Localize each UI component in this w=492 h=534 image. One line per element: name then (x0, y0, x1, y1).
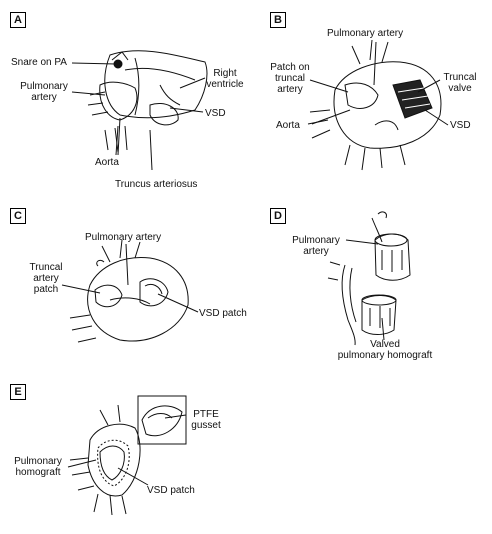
label-aorta-a: Aorta (95, 157, 119, 168)
panel-c-drawing (61, 239, 199, 343)
label-line: Truncal (443, 72, 477, 83)
label-line: homograft (15, 467, 61, 478)
label-line: gusset (191, 420, 221, 431)
label-line: PTFE (193, 409, 219, 420)
label-line: Valved (370, 339, 400, 350)
label-line: artery (33, 273, 59, 284)
label-line: ventricle (206, 79, 244, 90)
label-vsd-patch-c: VSD patch (199, 308, 247, 319)
label-line: artery (31, 92, 57, 103)
label-vsd-patch-e: VSD patch (147, 485, 195, 496)
panel-b-drawing (307, 39, 449, 171)
panel-c-letter: C (10, 208, 26, 224)
panel-e-drawing (67, 395, 187, 516)
label-line: patch (33, 284, 59, 295)
label-patch-on-truncal-artery: Patch on truncal artery (264, 62, 316, 95)
label-ptfe-gusset: PTFE gusset (186, 409, 226, 431)
label-line: artery (303, 246, 329, 257)
label-pulmonary-artery-a: Pulmonary artery (14, 81, 74, 103)
label-line: Patch on (270, 62, 310, 73)
panel-d-letter: D (270, 208, 286, 224)
panel-a-letter: A (10, 12, 26, 28)
label-line: Right (213, 68, 237, 79)
label-vsd-a: VSD (205, 108, 226, 119)
label-snare-on-pa: Snare on PA (11, 57, 67, 68)
label-right-ventricle: Right ventricle (202, 68, 248, 90)
panel-a-drawing (71, 50, 208, 171)
label-pulmonary-homograft-e: Pulmonary homograft (8, 456, 68, 478)
panel-b-letter: B (270, 12, 286, 28)
label-line: Pulmonary (14, 456, 62, 467)
label-line: Truncal (29, 262, 63, 273)
label-pulmonary-artery-c: Pulmonary artery (85, 232, 162, 243)
label-line: truncal (274, 73, 305, 84)
label-line: artery (277, 84, 303, 95)
label-vsd-b: VSD (450, 120, 471, 131)
label-line: Pulmonary (20, 81, 68, 92)
label-line: pulmonary homograft (337, 350, 433, 361)
label-line: Pulmonary (292, 235, 340, 246)
label-pulmonary-artery-b: Pulmonary artery (327, 28, 404, 39)
label-truncal-artery-patch: Truncal artery patch (22, 262, 70, 295)
label-truncus-arteriosus: Truncus arteriosus (115, 179, 198, 190)
label-line: valve (448, 83, 472, 94)
label-pulmonary-artery-d: Pulmonary artery (286, 235, 346, 257)
label-truncal-valve: Truncal valve (438, 72, 482, 94)
label-valved-pulmonary-homograft: Valved pulmonary homograft (325, 339, 445, 361)
panel-e-letter: E (10, 384, 26, 400)
panel-d-drawing (327, 211, 411, 346)
label-aorta-b: Aorta (276, 120, 300, 131)
